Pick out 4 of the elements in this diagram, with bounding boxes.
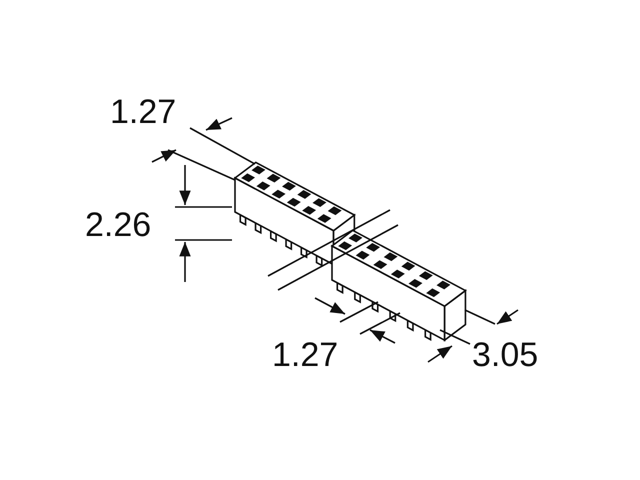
dimension-label: 1.27 <box>110 95 176 129</box>
dimension-label: 1.27 <box>272 338 338 372</box>
dimension-label: 3.05 <box>472 338 538 372</box>
dimension-label: 2.26 <box>85 208 152 242</box>
